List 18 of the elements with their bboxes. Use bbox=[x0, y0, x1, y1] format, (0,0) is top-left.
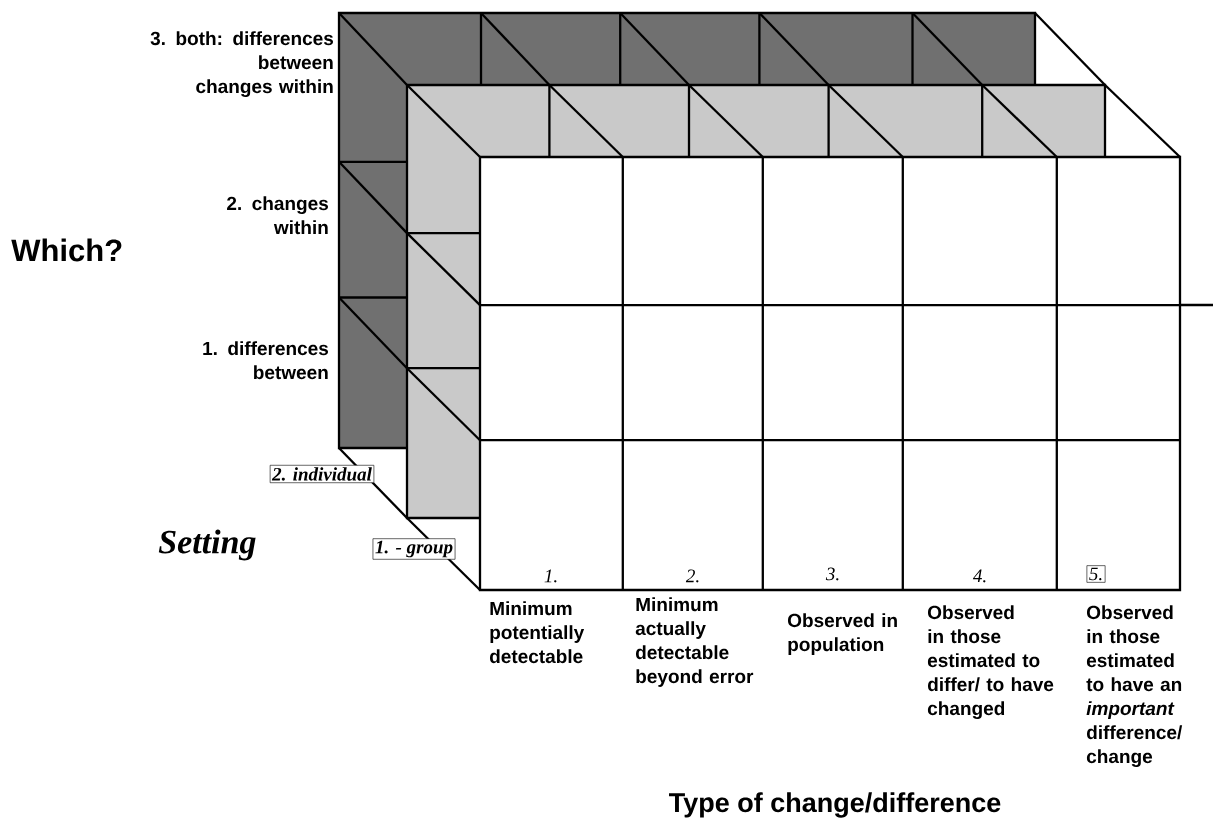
axis-title: Setting bbox=[158, 529, 256, 561]
axis-title: Type of change/difference bbox=[669, 792, 1001, 818]
setting-label-box: 1. - group bbox=[372, 538, 456, 560]
column-number: 1. bbox=[544, 569, 557, 583]
column-label: Observed in those estimated to differ/ to have changed bbox=[927, 605, 1054, 719]
row-label: 1. differences between bbox=[203, 341, 328, 380]
row-label: 2. changes within bbox=[227, 196, 328, 235]
column-label: Minimum actually detectable beyond error bbox=[635, 597, 754, 687]
column-number: 2. bbox=[685, 569, 699, 583]
column-label: Minimum potentially detectable bbox=[490, 601, 585, 664]
setting-label-box: 2. individual bbox=[269, 464, 375, 484]
column-number: 3. bbox=[825, 567, 839, 581]
column-label: Observed in population bbox=[788, 613, 897, 655]
column-number-box: 5. bbox=[1086, 565, 1106, 583]
row-label: 3. both: differences between changes within bbox=[150, 31, 334, 97]
column-label: Observed in those estimated to have an important difference/ change bbox=[1086, 605, 1183, 767]
column-number: 4. bbox=[972, 569, 986, 583]
axis-title: Which? bbox=[11, 238, 122, 262]
